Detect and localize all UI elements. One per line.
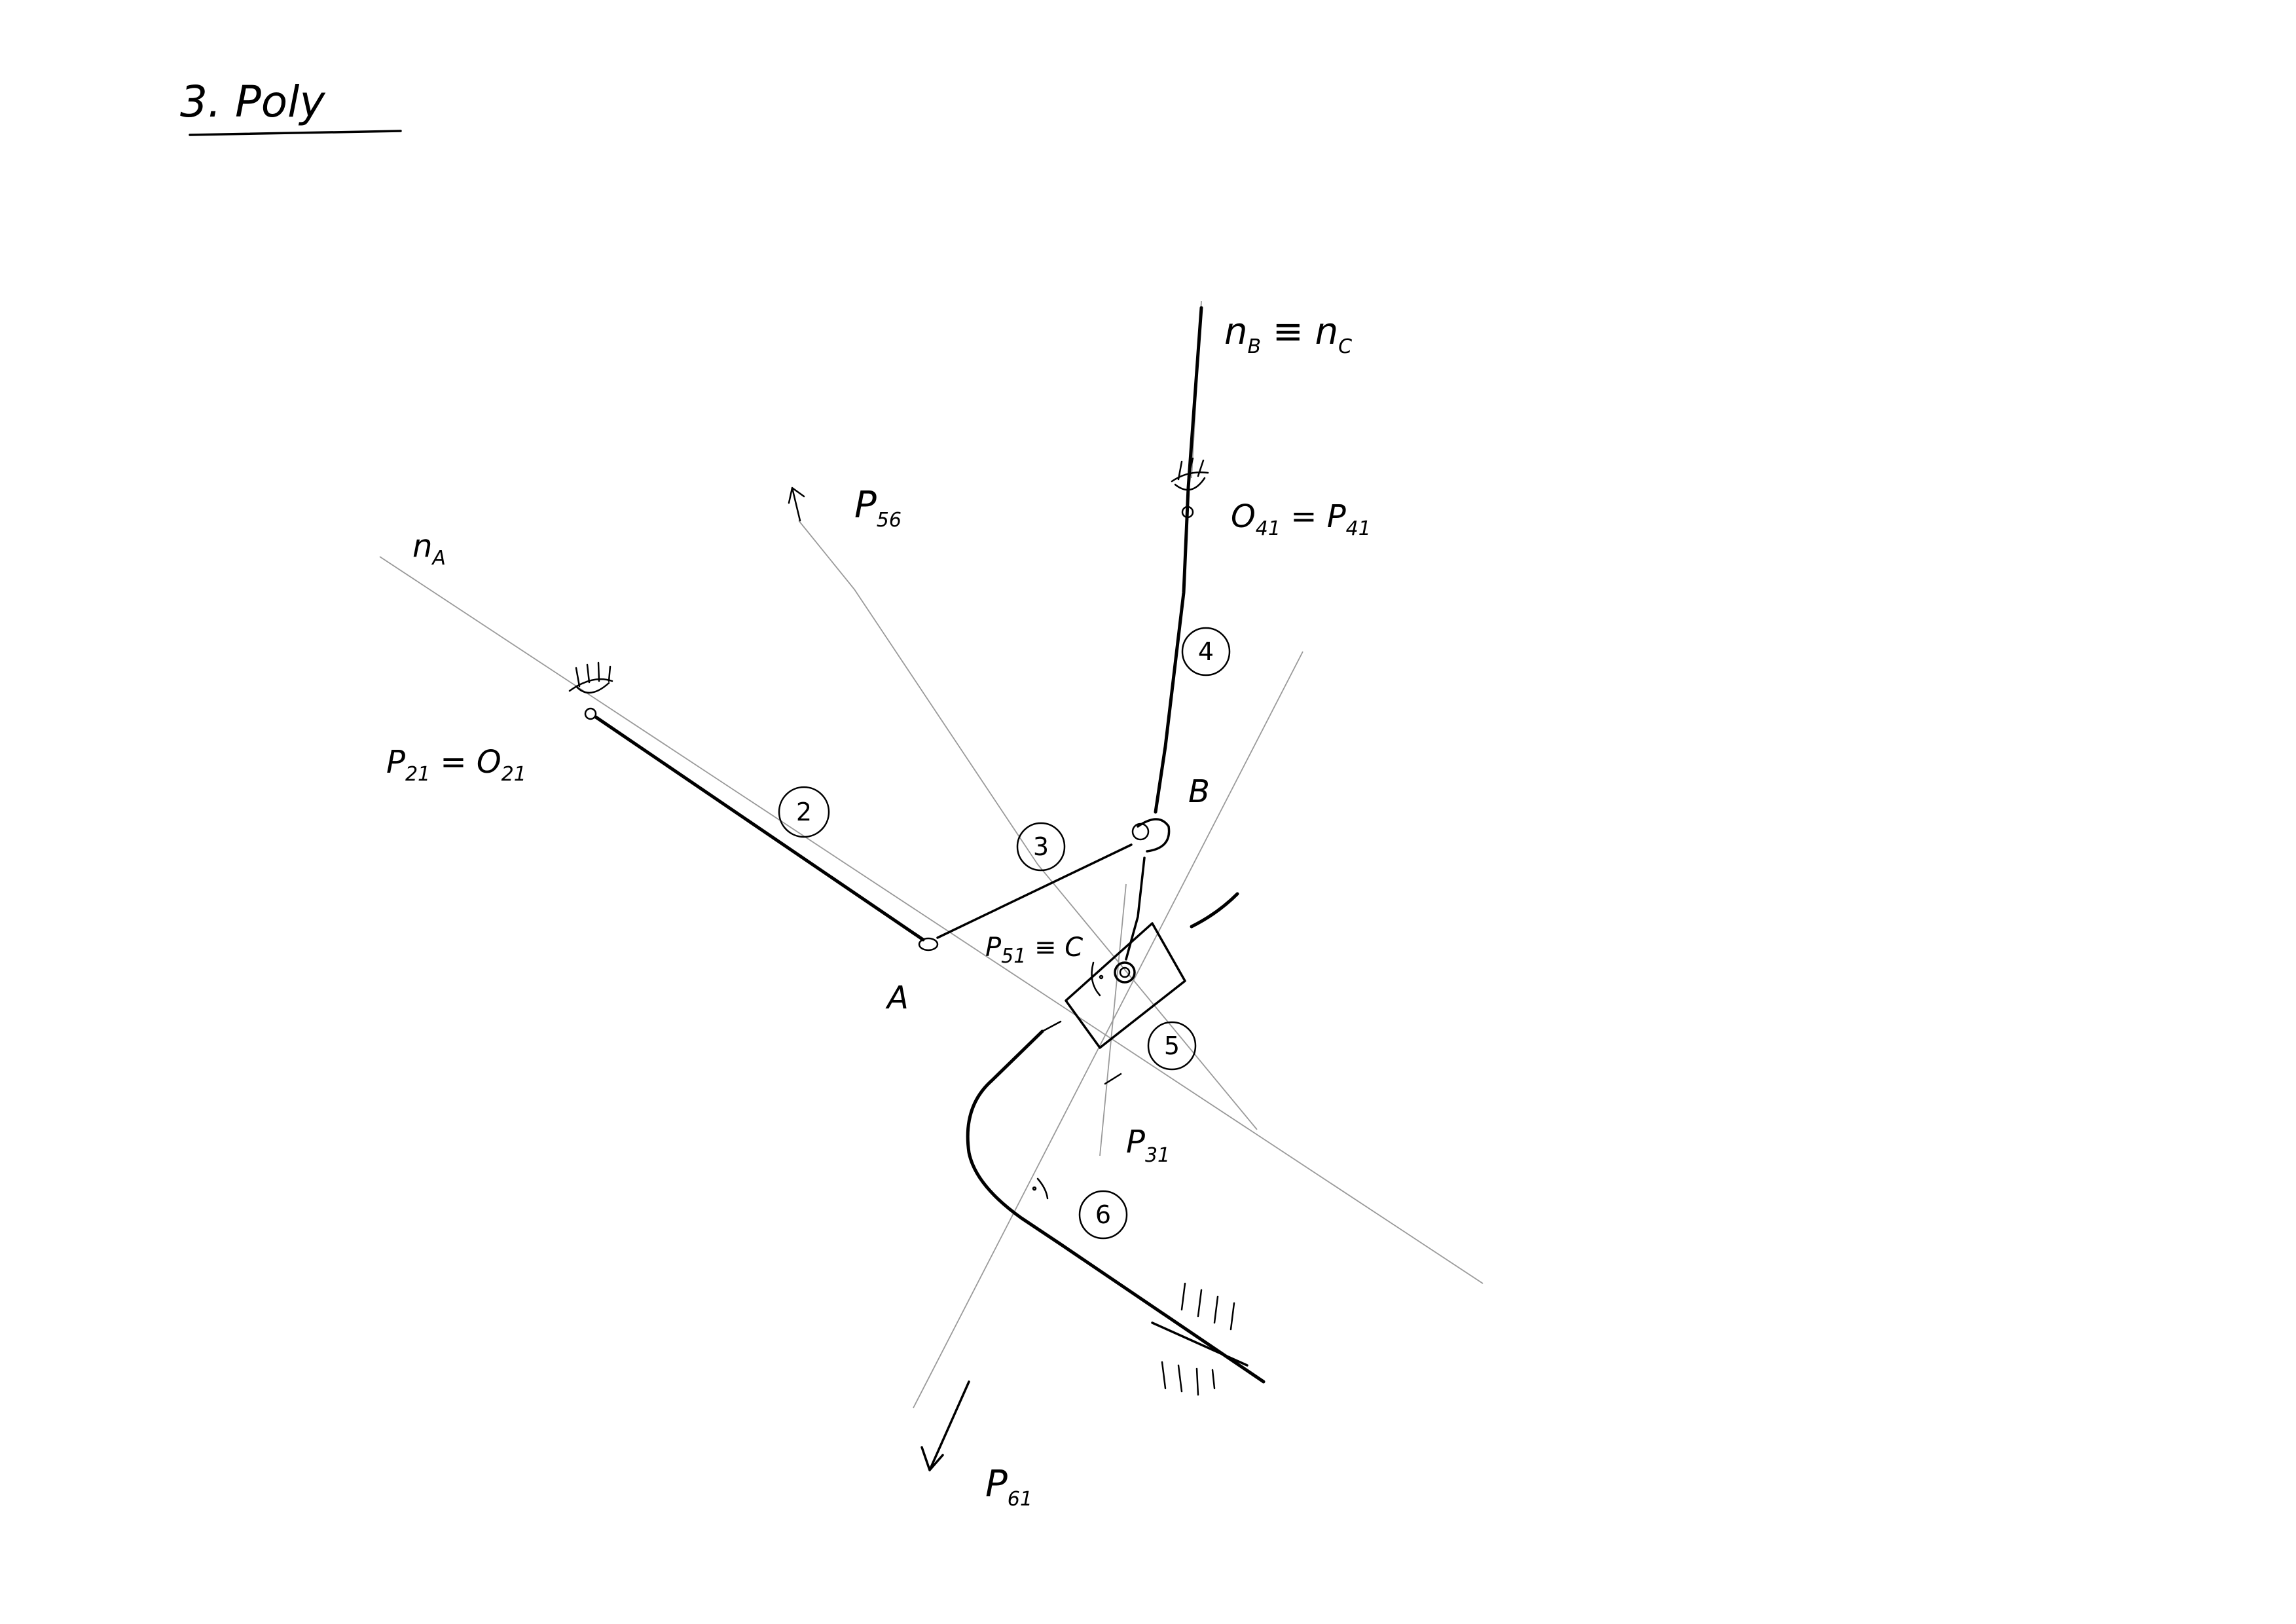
line-nA — [379, 556, 1484, 1284]
link-2-bar — [594, 715, 925, 942]
link-number-3: 3 — [1016, 822, 1066, 872]
link-2 — [594, 715, 925, 942]
svg-text:3: 3 — [1033, 832, 1049, 861]
tick-mark-P31 — [1104, 1073, 1122, 1085]
link-number-6: 6 — [1078, 1190, 1128, 1240]
label-P61: P61 — [985, 1463, 1032, 1511]
arrow-P61 — [920, 1380, 970, 1471]
label-P21-O21: P21 = O21 — [386, 744, 526, 786]
joint-A — [918, 937, 939, 951]
svg-text:2: 2 — [796, 798, 812, 826]
svg-text:5: 5 — [1164, 1031, 1180, 1060]
ground-hatch-guide — [1151, 1282, 1248, 1396]
pivot-O21 — [584, 707, 597, 720]
slider-block-5 — [1065, 922, 1186, 1049]
joint-B — [1131, 818, 1171, 853]
label-P31: P31 — [1126, 1124, 1170, 1167]
title-underline — [189, 130, 402, 136]
ground-support-O21 — [568, 661, 613, 693]
link-number-2: 2 — [778, 786, 830, 838]
link-number-4: 4 — [1181, 627, 1231, 676]
link-4-upper — [1154, 306, 1203, 814]
label-A: A — [885, 980, 909, 1016]
svg-text:4: 4 — [1198, 637, 1214, 666]
link-number-5: 5 — [1147, 1021, 1197, 1071]
label-nA: nA — [412, 528, 446, 570]
label-B: B — [1188, 773, 1210, 810]
right-angle-mark-6 — [1036, 1177, 1049, 1200]
link-4-lower — [1125, 857, 1146, 961]
svg-text:6: 6 — [1095, 1200, 1111, 1229]
line-P61 — [913, 651, 1303, 1409]
slider-block-body — [1065, 922, 1186, 1049]
line-P31 — [1099, 883, 1127, 1156]
link-6-guide — [966, 892, 1266, 1384]
line-P56 — [798, 520, 1258, 1130]
title-group: 3. Poly — [180, 77, 402, 136]
pin-C — [1114, 961, 1136, 984]
page-title: 3. Poly — [180, 77, 325, 127]
construction-lines — [379, 301, 1484, 1409]
link-6-bar — [966, 892, 1266, 1384]
label-P56: P56 — [854, 484, 902, 532]
ground-support-O41 — [1171, 457, 1209, 491]
link-4 — [1125, 306, 1203, 961]
link-3-bar — [936, 843, 1133, 939]
label-P51-C: P51 ≡ C — [985, 932, 1083, 968]
arrow-P56 — [788, 487, 805, 522]
label-O41-P41: O41 = P41 — [1231, 498, 1371, 540]
pivot-O41 — [1181, 506, 1194, 519]
label-nB-nC: nB ≡ nC — [1224, 310, 1352, 358]
